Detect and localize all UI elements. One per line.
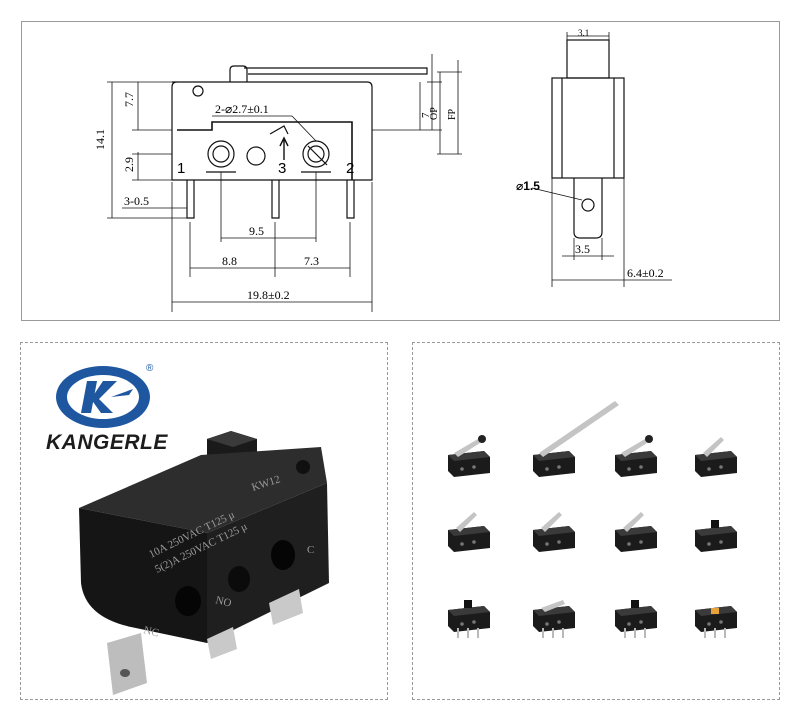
- label-no: NO: [214, 594, 232, 610]
- variant-hinge-lever-up: [448, 512, 490, 552]
- switch-photo: [79, 431, 329, 695]
- variant-plunger-top: [448, 600, 490, 638]
- label-c: C: [307, 544, 314, 556]
- dim-label-total-length: 19.8±0.2: [247, 288, 290, 302]
- dim-label-hole-spec: 2-⌀2.7±0.1: [215, 102, 269, 116]
- actuation-arrow: [279, 136, 289, 160]
- terminal-label-2: 2: [346, 160, 354, 177]
- variant-short-lever: [615, 512, 657, 552]
- side-label-hole: ⌀1.5: [516, 179, 540, 193]
- variant-short-hinge-lever: [695, 437, 737, 477]
- variant-simulated-roller-lever: [533, 512, 575, 552]
- side-label-top-width: 3.1: [578, 28, 589, 38]
- dim-label-pin-offset: 3-0.5: [124, 194, 149, 208]
- variant-pcb-short-lever: [533, 600, 575, 638]
- variant-pin-plunger: [695, 520, 737, 552]
- product-photo-panel: ® KW12 10A 250VAC T125 μ 5(2: [20, 342, 388, 700]
- side-label-pin-width: 3.5: [575, 242, 590, 256]
- variant-orange-button: [695, 606, 737, 638]
- top-hole: [192, 85, 204, 97]
- side-terminal: [573, 178, 603, 239]
- brand-logo: [56, 366, 150, 428]
- registered-mark: ®: [146, 363, 154, 374]
- side-view: [551, 39, 625, 239]
- variant-roller-lever: [615, 435, 657, 477]
- dim-label-7: 7: [420, 112, 432, 118]
- mount-hole-right-inner: [307, 145, 325, 163]
- dim-label-op: OP: [429, 107, 440, 120]
- product-photo: ® KW12 10A 250VAC T125 μ 5(2: [56, 363, 329, 695]
- dim-label-8-8: 8.8: [222, 254, 237, 268]
- side-label-total-width: 6.4±0.2: [627, 266, 664, 280]
- technical-drawing-panel: 14.1 7.7 2.9 2-⌀2.7±0.1 3-0.5 9.5 8.8 7.…: [21, 21, 780, 321]
- side-lever-block: [566, 39, 610, 79]
- terminal-label-1: 1: [177, 160, 185, 177]
- dim-line-side-hole: [531, 187, 583, 201]
- dim-label-lower-height: 2.9: [122, 157, 136, 172]
- dim-label-9-5: 9.5: [249, 224, 264, 238]
- hole-diagonal: [307, 145, 328, 166]
- mount-hole-left: [207, 140, 235, 168]
- switch-body-outline: [171, 81, 373, 181]
- technical-drawing: 14.1 7.7 2.9 2-⌀2.7±0.1 3-0.5 9.5 8.8 7.…: [93, 28, 672, 312]
- brand-name: KANGERLE: [46, 431, 168, 454]
- variant-gallery: [448, 401, 737, 638]
- center-hole: [246, 146, 266, 166]
- terminal-1-pin: [186, 180, 195, 219]
- variant-long-straight-lever: [533, 401, 619, 477]
- variant-roller-lever-short: [448, 435, 490, 477]
- side-terminal-hole: [581, 198, 595, 212]
- terminal-label-3: 3: [278, 160, 286, 177]
- label-nc: NC: [142, 624, 160, 639]
- spring-mark: [269, 125, 289, 135]
- inner-contour: [177, 121, 353, 180]
- side-body: [551, 77, 625, 179]
- dim-label-upper-height: 7.7: [122, 92, 136, 107]
- lever-arm: [244, 67, 428, 75]
- dim-label-7-3: 7.3: [304, 254, 319, 268]
- dim-label-overall-height: 14.1: [93, 129, 107, 150]
- terminal-2-pin: [346, 180, 355, 219]
- mount-hole-left-inner: [212, 145, 230, 163]
- variant-gallery-panel: [412, 342, 780, 700]
- terminal-3-pin: [271, 180, 280, 219]
- dim-label-fp: FP: [447, 108, 458, 120]
- variant-pcb-pin-plunger: [615, 600, 657, 638]
